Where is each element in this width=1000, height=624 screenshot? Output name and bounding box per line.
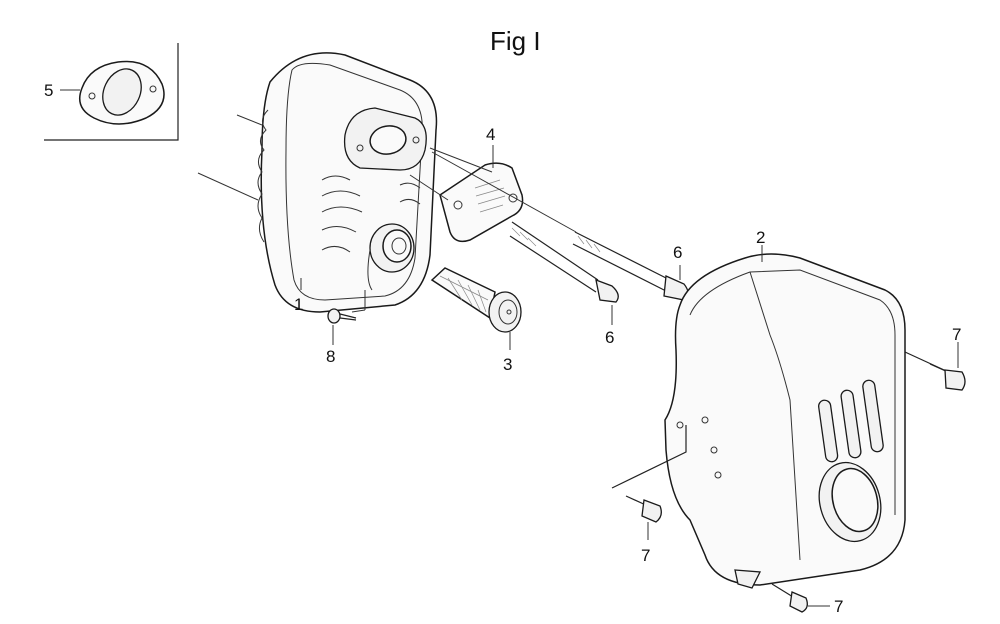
stud-bolt-icon [509,221,689,303]
muffler-protector-icon [664,253,906,589]
callout-5: 5 [44,81,53,100]
spark-arrester-icon [430,267,522,333]
callout-1: 1 [294,295,303,314]
callout-8: 8 [326,347,335,366]
callout-6-right: 6 [673,243,682,262]
flange-bolt-icon [611,351,966,613]
figure-title: Fig I [490,26,541,56]
callout-4: 4 [486,125,495,144]
callout-2: 2 [756,228,765,247]
gasket-inset [44,43,179,141]
heat-shield-plate-icon [439,162,524,243]
tapping-screw-icon [327,308,357,324]
callout-6-left: 6 [605,328,614,347]
gasket-icon [79,60,165,125]
callout-7-bottom: 7 [834,597,843,616]
callout-3: 3 [503,355,512,374]
muffler-body-icon [257,52,438,313]
callout-7-left: 7 [641,546,650,565]
callout-7-right: 7 [952,325,961,344]
